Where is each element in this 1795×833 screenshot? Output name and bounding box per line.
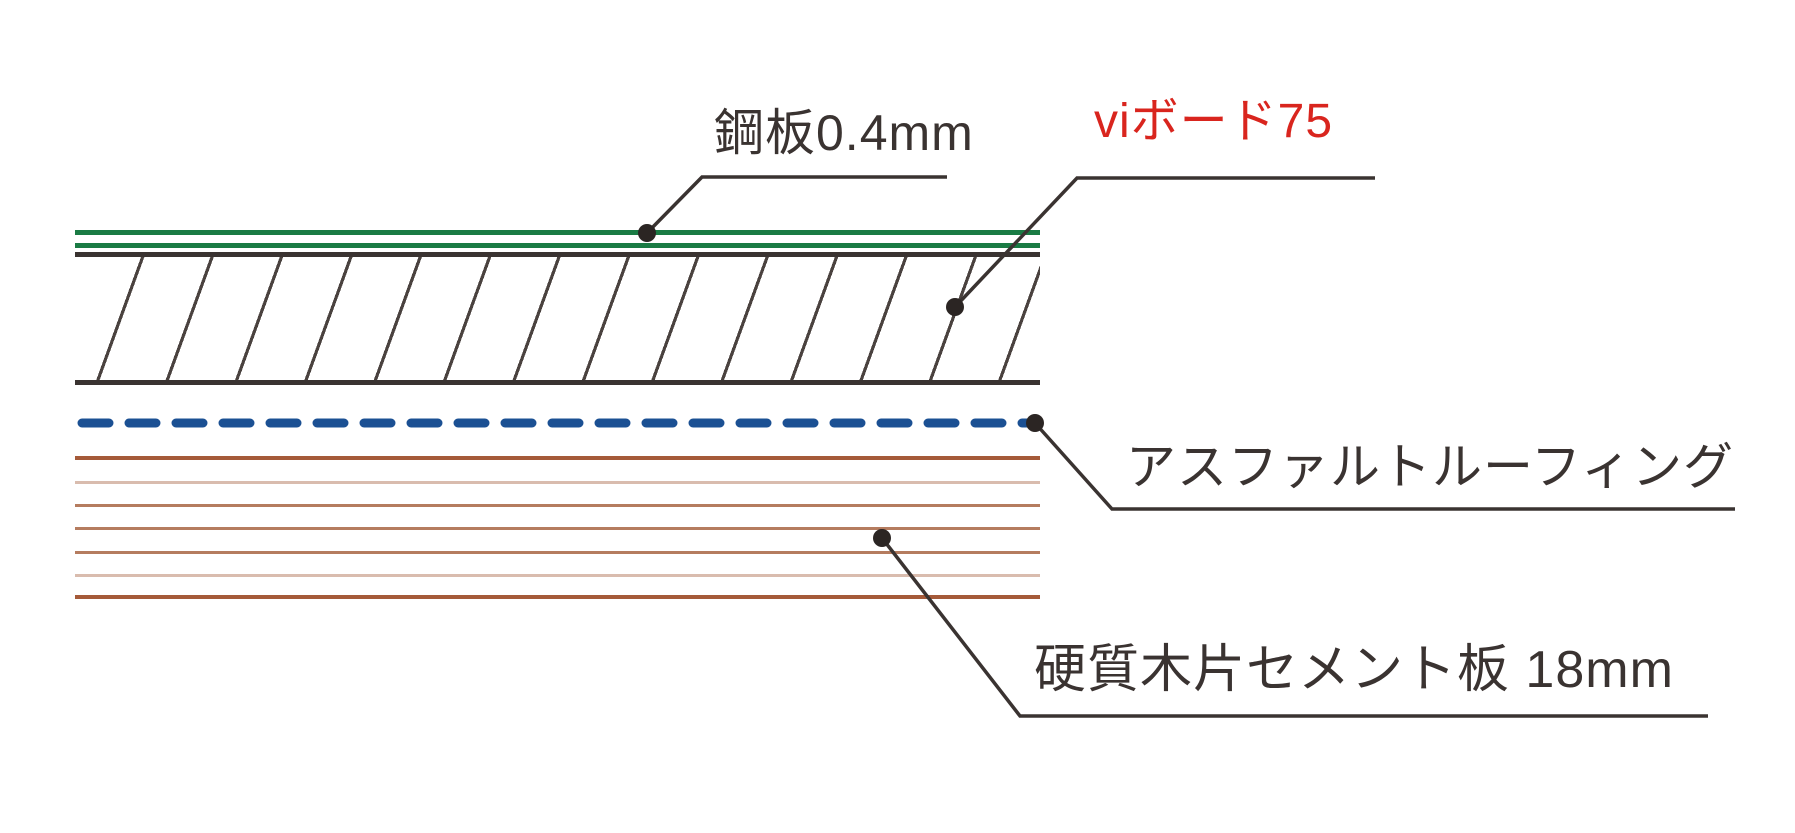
leader-line-steel-plate — [645, 175, 947, 235]
anchor-dot-asphalt-roofing — [1026, 414, 1044, 432]
label-steel-plate: 鋼板0.4mm — [714, 105, 974, 161]
anchor-dot-cement-board — [873, 529, 891, 547]
cement-board-layer-line — [75, 595, 1040, 599]
label-cement-board: 硬質木片セメント板 18mm — [1034, 641, 1674, 699]
cement-board-layer-line — [75, 551, 1040, 554]
steel-sheet-layer-line-top — [75, 230, 1040, 235]
cement-board-layer-line — [75, 527, 1040, 530]
steel-sheet-layer-line-bottom — [75, 243, 1040, 248]
cement-board-layer-line — [75, 481, 1040, 484]
cement-board-layer-line — [75, 456, 1040, 460]
cement-board-layer-line — [75, 504, 1040, 507]
label-vi-board: viボード75 — [1094, 95, 1334, 148]
label-asphalt-roofing: アスファルトルーフィング — [1126, 439, 1734, 495]
vi-board-hatch-layer — [75, 252, 1040, 385]
cement-board-layer-line — [75, 574, 1040, 577]
